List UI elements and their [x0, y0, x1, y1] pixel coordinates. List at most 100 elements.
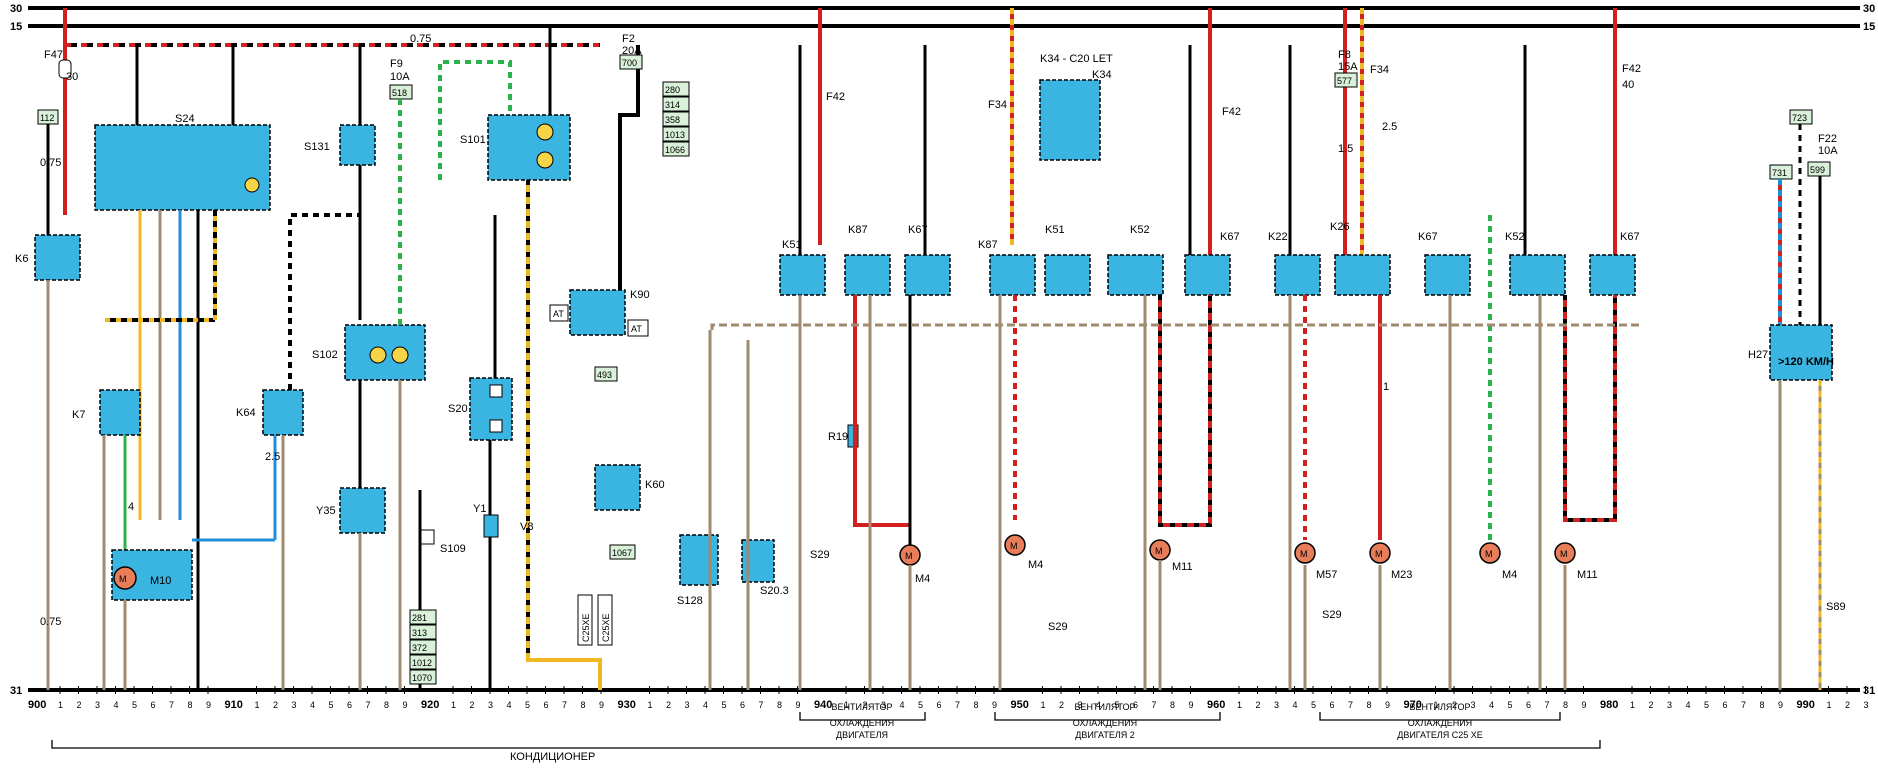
- k90-relay: [569, 289, 626, 336]
- m57-label: M57: [1316, 569, 1337, 581]
- scale-minor: 7: [562, 700, 567, 710]
- at-1: AT: [553, 309, 564, 319]
- scale-minor: 2: [1256, 700, 1261, 710]
- m11a-feed-bk: [1158, 295, 1212, 527]
- w-f42c: 40: [1622, 79, 1634, 91]
- k87a-relay: [844, 254, 891, 296]
- f47-fuse: [58, 59, 72, 79]
- s89-label: S89: [1826, 601, 1846, 613]
- ref-731-text: 731: [1772, 168, 1787, 178]
- at-2: AT: [631, 324, 642, 334]
- scale-minor: 8: [1170, 700, 1175, 710]
- scale-minor: 3: [1471, 700, 1476, 710]
- s101-lamp-2: [536, 151, 554, 169]
- f9-rating: 10A: [390, 71, 410, 83]
- m11b-feed: [1563, 295, 1617, 522]
- scale-minor: 7: [759, 700, 764, 710]
- ref-text: 281: [412, 613, 427, 623]
- scale-minor: 4: [114, 700, 119, 710]
- scale-minor: 2: [470, 700, 475, 710]
- w-f34b: 2.5: [1382, 121, 1397, 133]
- s128-label: S128: [677, 595, 703, 607]
- scale-minor: 3: [488, 700, 493, 710]
- s102-lamp-2: [391, 346, 409, 364]
- at-box-1: [549, 304, 569, 322]
- w-k6: 0.75: [40, 157, 61, 169]
- ref-text: 280: [665, 85, 680, 95]
- f8-label: F8: [1338, 49, 1351, 61]
- rail-15-label-left: 15: [10, 21, 22, 33]
- ref-723-text: 723: [1792, 113, 1807, 123]
- r19-label: R19: [828, 431, 848, 443]
- scale-minor: 4: [1489, 700, 1494, 710]
- scale-major-900: 900: [28, 699, 46, 711]
- ref-1067-text: 1067: [612, 548, 632, 558]
- ref-112-text: 112: [40, 113, 54, 123]
- m4b-m: M: [1010, 541, 1018, 551]
- scale-major-950: 950: [1011, 699, 1029, 711]
- w-k7-green: 4: [128, 501, 134, 513]
- k51a-relay: [779, 254, 826, 296]
- scale-minor: 6: [740, 700, 745, 710]
- k67c-label: K67: [1418, 231, 1438, 243]
- scale-major-960: 960: [1207, 699, 1225, 711]
- k87b-label: K87: [978, 239, 998, 251]
- ref-text: 1012: [412, 658, 432, 668]
- scale-major-910: 910: [225, 699, 243, 711]
- scale-minor: 9: [1189, 700, 1194, 710]
- s101-lamp-1: [536, 123, 554, 141]
- scale-minor: 7: [1741, 700, 1746, 710]
- scale-minor: 2: [863, 700, 868, 710]
- f42b-label: F42: [1222, 106, 1241, 118]
- s102-lamp-1: [369, 346, 387, 364]
- f2-rating: 20A: [622, 45, 642, 57]
- ref-text: 1070: [412, 673, 432, 683]
- rail-31-label-right: 31: [1863, 685, 1875, 697]
- fan2-label-3: ДВИГАТЕЛЯ 2: [1075, 730, 1135, 740]
- scale-minor: 3: [881, 700, 886, 710]
- m10-m: M: [119, 574, 127, 584]
- fan3-label-1: ВЕНТИЛЯТОР: [1410, 702, 1471, 712]
- rail-30-label-left: 30: [10, 3, 22, 15]
- m57-motor: [1294, 542, 1316, 564]
- scale-minor: 4: [1096, 700, 1101, 710]
- k64-relay: [262, 389, 304, 436]
- k51b-label: K51: [1045, 224, 1065, 236]
- m4a-label: M4: [915, 573, 930, 585]
- m10-motor: [113, 566, 137, 590]
- c25xe-box-2: [597, 594, 613, 646]
- ref-box: [662, 81, 690, 97]
- scale-major-990: 990: [1797, 699, 1815, 711]
- ref-577-text: 577: [1337, 76, 1352, 86]
- m23-motor: [1369, 542, 1391, 564]
- h27-indicator: [1769, 324, 1833, 381]
- m57-m: M: [1300, 549, 1308, 559]
- f47-label: F47: [44, 49, 63, 61]
- ref-text: 313: [412, 628, 427, 638]
- scale-minor: 4: [507, 700, 512, 710]
- scale-minor: 8: [777, 700, 782, 710]
- m10-label: M10: [150, 575, 171, 587]
- scale-major-920: 920: [421, 699, 439, 711]
- s29c-label: S29: [1322, 609, 1342, 621]
- h27-label: H27: [1748, 349, 1768, 361]
- y35-valve: [339, 487, 386, 534]
- k90-feed: [618, 45, 640, 290]
- s131-switch: [339, 124, 376, 166]
- scale-minor: 2: [1845, 700, 1850, 710]
- k67d-relay: [1589, 254, 1636, 296]
- fan3-label-3: ДВИГАТЕЛЯ C25 XE: [1397, 730, 1483, 740]
- fan2-label-1: ВЕНТИЛЯТОР: [1075, 702, 1136, 712]
- m4c-motor: [1479, 542, 1501, 564]
- k34-relay: [1039, 79, 1101, 161]
- scale-minor: 2: [1452, 700, 1457, 710]
- f34a-label: F34: [988, 99, 1007, 111]
- w30-f47: 30: [66, 71, 78, 83]
- k22-relay: [1274, 254, 1321, 296]
- scale-minor: 1: [1827, 700, 1832, 710]
- scale-major-940: 940: [814, 699, 832, 711]
- scale-minor: 4: [1686, 700, 1691, 710]
- m11b-motor: [1554, 542, 1576, 564]
